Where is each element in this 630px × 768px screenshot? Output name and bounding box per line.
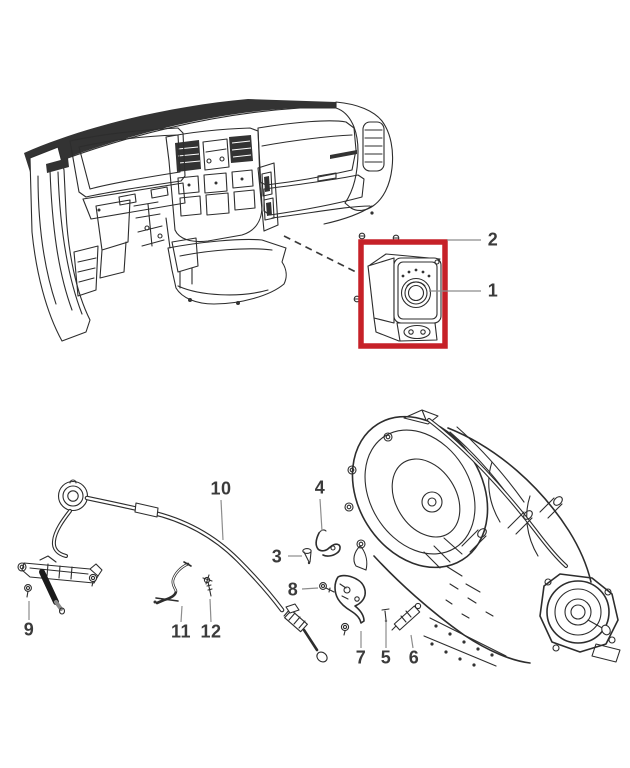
- part-plug-6: [391, 602, 422, 631]
- indicator-dots: [401, 268, 431, 278]
- leader-lines: [28, 239, 481, 649]
- part-pin-3: [302, 548, 312, 565]
- transmission-illustration: [344, 409, 621, 667]
- part-bolt-9: [24, 584, 32, 598]
- callout-12: 12: [200, 621, 222, 642]
- small-parts-illustration: [24, 529, 422, 636]
- callout-1: 1: [487, 280, 499, 301]
- part-bolt-8: [319, 582, 335, 593]
- part-clip-4: [315, 529, 341, 557]
- callout-2: 2: [487, 229, 499, 250]
- callout-6: 6: [408, 647, 420, 668]
- callout-3: 3: [271, 546, 283, 567]
- dashboard-illustration: [24, 99, 394, 342]
- highlight-box: [358, 239, 448, 349]
- callout-7: 7: [355, 647, 367, 668]
- part-bracket-7: [334, 574, 366, 636]
- callout-4: 4: [314, 477, 326, 498]
- callout-10: 10: [210, 478, 232, 499]
- callout-11: 11: [170, 621, 192, 642]
- part-screw-12: [202, 574, 213, 597]
- callout-8: 8: [287, 579, 299, 600]
- switch-illustration: [353, 232, 442, 342]
- part-rod-11: [153, 561, 192, 605]
- dashed-locator-line: [283, 235, 359, 274]
- shift-cable-illustration: [17, 479, 328, 663]
- callout-9: 9: [23, 619, 35, 640]
- callout-5: 5: [380, 647, 392, 668]
